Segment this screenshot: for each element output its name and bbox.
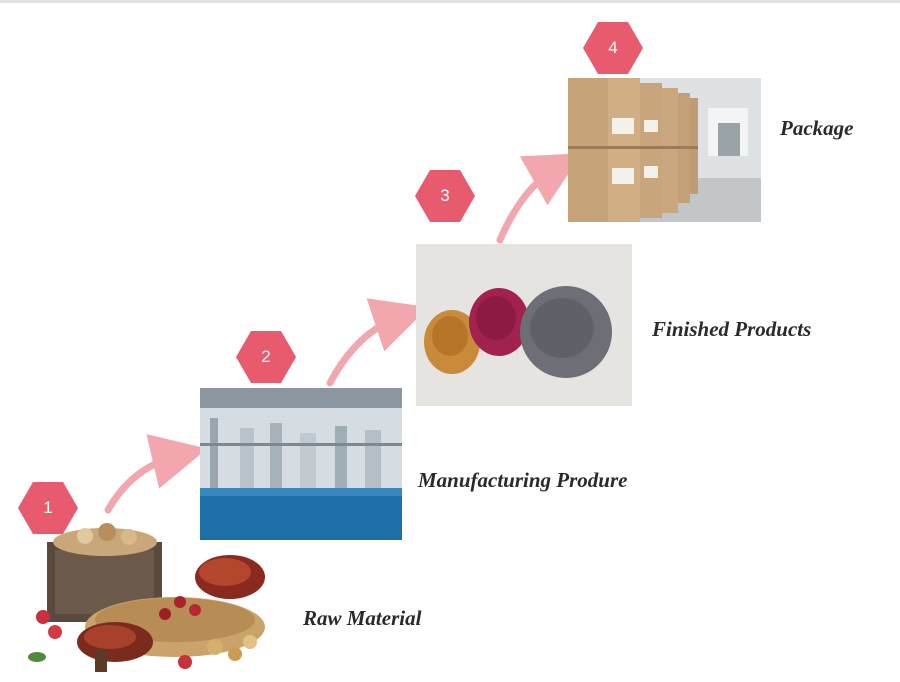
raw-herbs-photo	[25, 512, 285, 682]
step-3-label: Finished Products	[652, 317, 812, 341]
top-border	[0, 0, 900, 3]
powder-photo	[416, 244, 632, 406]
step-4-label: Package	[780, 116, 854, 140]
step-2-label: Manufacturing Produre	[418, 468, 628, 492]
arrow-1-to-2	[104, 434, 208, 514]
warehouse-photo	[568, 78, 761, 222]
arrow-2-to-3	[326, 298, 429, 387]
step-1-label: Raw Material	[303, 606, 422, 630]
arrow-3-to-4	[496, 153, 583, 244]
step-3-badge: 3	[415, 170, 475, 222]
factory-photo	[200, 388, 402, 540]
